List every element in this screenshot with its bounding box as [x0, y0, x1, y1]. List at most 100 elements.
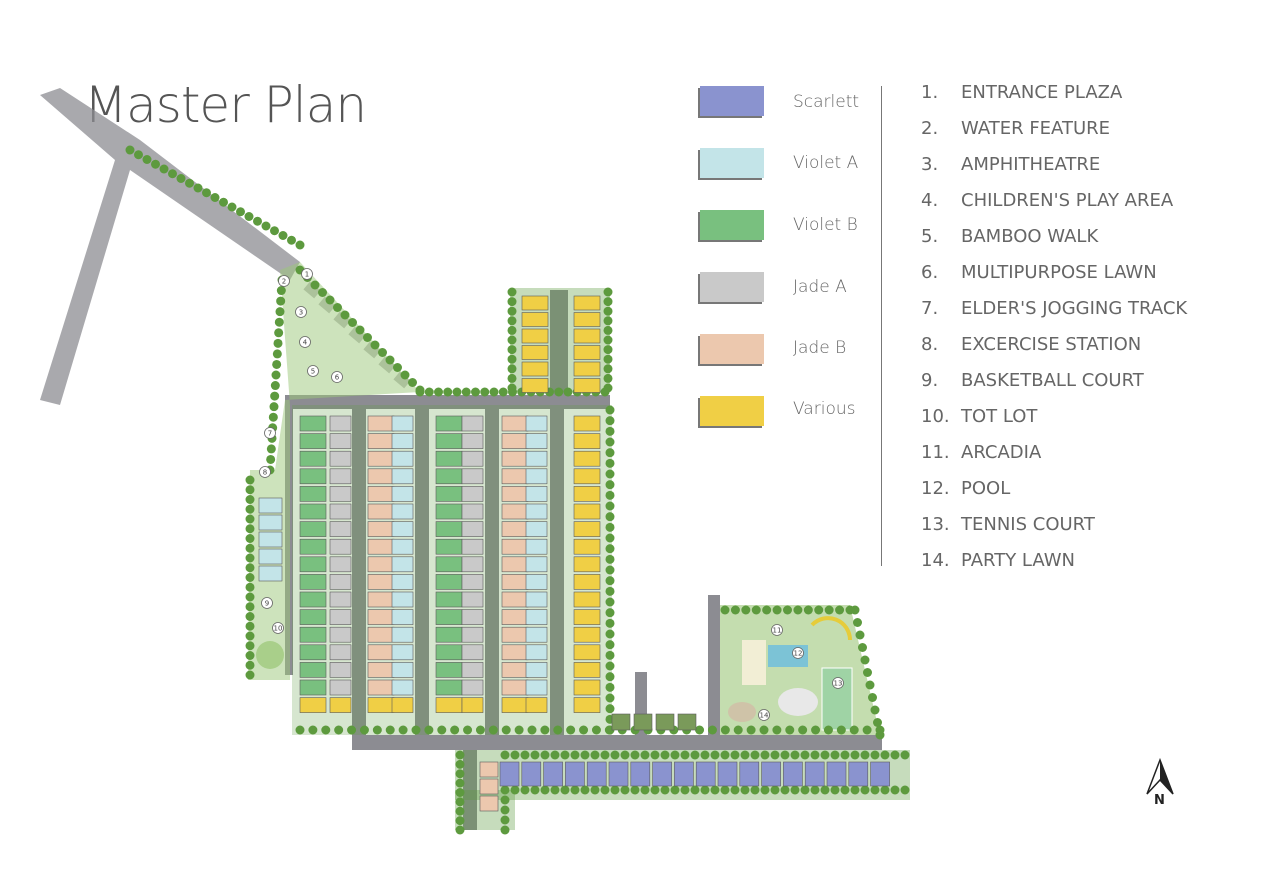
plot [329, 609, 352, 625]
plot [573, 521, 601, 537]
tree [670, 785, 680, 795]
plot [804, 761, 825, 787]
marker-circle [758, 709, 770, 721]
tree [640, 750, 650, 760]
tree [900, 785, 910, 795]
amenity-number: 8. [921, 334, 939, 355]
tree [507, 297, 517, 307]
tree [605, 533, 615, 543]
amenity-label: PARTY LAWN [961, 550, 1075, 571]
amenity-marker[interactable]: 4 [299, 336, 311, 348]
tree [355, 325, 365, 335]
road [708, 595, 720, 740]
plot [525, 433, 548, 449]
tree [860, 750, 870, 760]
amenity-marker[interactable]: 8 [259, 466, 271, 478]
amenity-marker[interactable]: 14 [758, 709, 770, 721]
plot [573, 574, 601, 590]
tree [605, 544, 615, 554]
tree [605, 416, 615, 426]
plot [461, 450, 484, 467]
amenity-marker[interactable]: 12 [792, 647, 804, 659]
plot [435, 486, 463, 502]
tree [770, 785, 780, 795]
plot [525, 609, 548, 625]
plot [717, 761, 738, 787]
amenity-marker[interactable]: 13 [832, 677, 844, 689]
tree [489, 387, 499, 397]
amenity-item: 11.ARCADIA [921, 442, 1041, 463]
tree [730, 750, 740, 760]
amenity-label: CHILDREN'S PLAY AREA [961, 190, 1174, 211]
tree [507, 364, 517, 374]
tree [900, 750, 910, 760]
tree [507, 354, 517, 364]
tree [850, 785, 860, 795]
road [285, 395, 610, 409]
plot [525, 486, 548, 502]
tree [245, 582, 255, 592]
tree [245, 534, 255, 543]
plot [299, 415, 327, 432]
plot [501, 450, 529, 467]
plot [783, 761, 803, 787]
plot [826, 761, 847, 787]
plot [573, 328, 601, 344]
tree [855, 630, 865, 640]
plot [521, 328, 549, 344]
tree [176, 174, 186, 183]
amenity-marker[interactable]: 2 [278, 275, 290, 287]
plot [525, 626, 548, 643]
tree [680, 785, 690, 795]
amenity-label: TENNIS COURT [961, 514, 1095, 535]
legend-swatch-violet-a [700, 148, 764, 178]
plot [461, 644, 484, 661]
tree [865, 680, 875, 690]
tree [507, 345, 517, 355]
amenity-marker[interactable]: 9 [261, 597, 273, 609]
tree [461, 387, 471, 397]
plot [525, 415, 548, 432]
tree [501, 725, 511, 735]
tree [245, 504, 255, 514]
plot [479, 778, 499, 795]
tree [530, 785, 540, 795]
plot [329, 450, 352, 467]
tree [168, 169, 177, 179]
plot [435, 450, 463, 467]
plot [367, 450, 395, 467]
plot [525, 574, 548, 590]
plots [258, 295, 890, 812]
tree [540, 750, 550, 760]
tree [800, 750, 810, 760]
amenity-marker[interactable]: 7 [264, 427, 276, 439]
tree [720, 750, 730, 760]
tree [849, 725, 859, 735]
marker-number: 10 [274, 625, 283, 633]
tree [227, 202, 237, 212]
amenity-marker[interactable]: 11 [771, 624, 783, 636]
tree [823, 725, 833, 735]
tree [605, 522, 615, 532]
plot [435, 697, 463, 713]
tree [347, 725, 357, 735]
amenity-marker[interactable]: 6 [331, 371, 343, 383]
tree [570, 785, 580, 795]
amenity-marker[interactable]: 1 [301, 268, 313, 280]
tree [276, 296, 286, 306]
plot [299, 679, 327, 696]
road [415, 405, 429, 745]
amenity-marker[interactable]: 3 [295, 306, 307, 318]
amenity-number: 12. [921, 478, 950, 499]
tree [274, 317, 284, 327]
tree [730, 785, 740, 795]
tree [880, 750, 890, 760]
amenity-number: 10. [921, 406, 950, 427]
tree [746, 725, 756, 735]
tree [245, 651, 255, 660]
amenity-marker[interactable]: 5 [307, 365, 319, 377]
amenity-marker[interactable]: 10 [272, 622, 284, 634]
tree [276, 286, 286, 296]
plot [525, 679, 548, 696]
tree [605, 618, 615, 628]
